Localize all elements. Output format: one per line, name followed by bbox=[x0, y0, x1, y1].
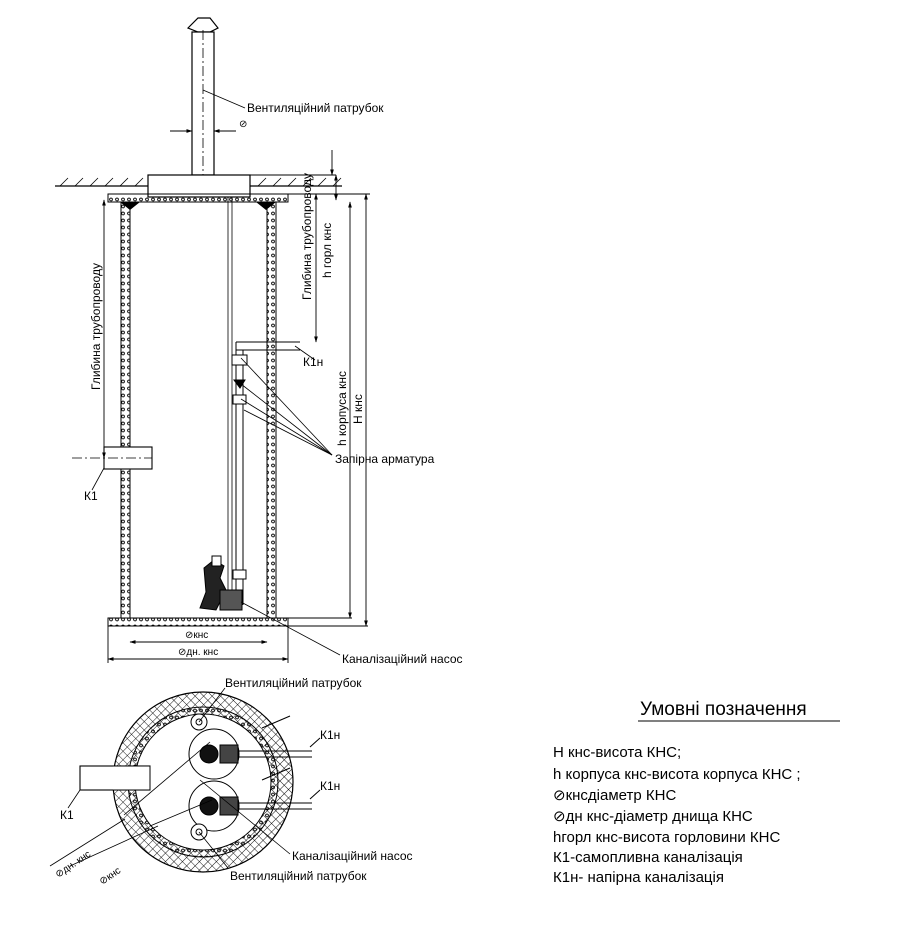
legend: Умовні позначення H кнс-висота КНС; h ко… bbox=[553, 699, 840, 886]
plan-vent-top-label: Вентиляційний патрубок bbox=[225, 676, 362, 690]
legend-title: Умовні позначення bbox=[640, 699, 807, 720]
vertical-dimensions bbox=[250, 150, 370, 627]
shutoff-leaders bbox=[240, 357, 333, 456]
ventilation-pipe bbox=[186, 17, 219, 185]
discharge-riser bbox=[227, 197, 300, 605]
H-kns-label: H кнс bbox=[351, 394, 365, 424]
bottom-diameter-label: ⊘дн. кнс bbox=[178, 647, 218, 658]
left-wall bbox=[120, 201, 131, 619]
legend-item: ⊘кнсдіаметр КНС bbox=[553, 787, 676, 804]
vent-pipe-label: Вентиляційний патрубок bbox=[247, 101, 384, 115]
plan-k1n-bottom-label: К1н bbox=[320, 779, 340, 793]
plan-pumps bbox=[188, 713, 240, 841]
top-flange bbox=[107, 193, 289, 203]
plan-leaders bbox=[49, 687, 291, 869]
pump bbox=[199, 555, 243, 611]
diameter-dimensions bbox=[107, 626, 289, 663]
legend-item: К1-самопливна каналізація bbox=[553, 849, 743, 866]
plan-k1n-top-label: К1н bbox=[320, 728, 340, 742]
pipe-depth-label-left: Глибина трубопроводу bbox=[89, 263, 103, 390]
plan-discharge-pipes bbox=[238, 715, 321, 810]
legend-item: ⊘дн кнс-діаметр днища КНС bbox=[553, 808, 753, 825]
bottom-slab bbox=[107, 617, 289, 627]
plan-k1-label: К1 bbox=[60, 808, 74, 822]
legend-item: h корпуса кнс-висота корпуса КНС ; bbox=[553, 766, 801, 783]
h-body-label: h корпуса кнс bbox=[335, 371, 349, 446]
k1n-discharge-label: К1н bbox=[303, 355, 323, 369]
inlet-pipe-k1 bbox=[72, 446, 153, 470]
shutoff-valves-label: Запірна арматура bbox=[335, 452, 435, 466]
plan-bottom-diameter-label: ⊘дн. кнс bbox=[54, 849, 93, 881]
pipe-depth-label-right: Глибина трубопроводу bbox=[300, 173, 314, 300]
vent-diameter-symbol: ⊘ bbox=[239, 119, 247, 130]
legend-item: hгорл кнс-висота горловини КНС bbox=[553, 829, 780, 846]
legend-item: К1н- напірна каналізація bbox=[553, 869, 724, 886]
pump-label: Каналізаційний насос bbox=[342, 652, 463, 666]
k1-inlet-label: К1 bbox=[84, 489, 98, 503]
h-neck-label: h горл кнс bbox=[320, 223, 334, 278]
plan-view: К1н К1н Вентиляційний патрубок К1 ⊘дн. к… bbox=[49, 676, 413, 887]
legend-item: H кнс-висота КНС; bbox=[553, 744, 681, 761]
plan-vent-bottom-label: Вентиляційний патрубок bbox=[230, 869, 367, 883]
plan-pump-label: Каналізаційний насос bbox=[292, 849, 413, 863]
elevation-view: ⊘ Вентиляційний патрубок К1 Глибина труб… bbox=[55, 17, 463, 666]
kns-diameter-label: ⊘кнс bbox=[185, 630, 208, 641]
plan-kns-diameter-label: ⊘кнс bbox=[98, 865, 123, 887]
